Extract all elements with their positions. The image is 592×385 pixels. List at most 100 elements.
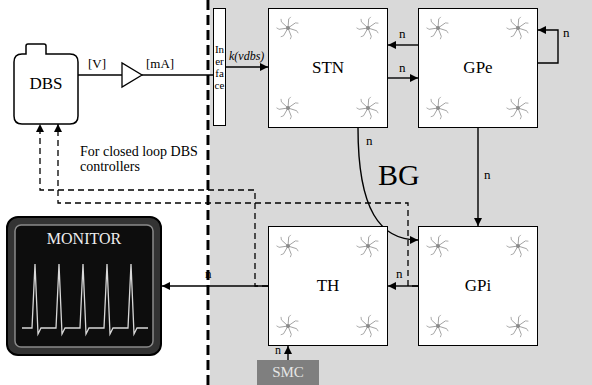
neuron-icon	[447, 249, 449, 252]
connector	[162, 285, 268, 286]
neuron-icon	[525, 22, 528, 23]
neuron-icon	[440, 254, 441, 257]
neuron-icon	[438, 326, 441, 334]
neuron-icon	[516, 324, 520, 328]
neuron-icon	[431, 240, 438, 246]
neuron-icon	[359, 28, 368, 29]
neuron-icon	[518, 28, 527, 31]
neuron-icon	[519, 97, 521, 99]
neuron-icon	[438, 237, 440, 246]
neuron-icon	[364, 28, 369, 36]
neuron-icon	[514, 326, 519, 334]
neuron-icon	[434, 28, 439, 36]
neuron-icon	[519, 17, 521, 19]
neuron-icon	[288, 28, 291, 36]
neuron-icon	[509, 246, 518, 247]
neuron-icon	[281, 254, 284, 255]
neuron-icon	[440, 116, 441, 119]
note: For closed loop DBS controllers	[80, 144, 208, 175]
neuron-icon	[518, 19, 520, 28]
monitor-screen: MONITOR	[6, 216, 162, 356]
nucleus-box: GPi	[418, 226, 538, 346]
neuron-icon	[511, 19, 512, 22]
neuron-icon	[507, 326, 510, 328]
neuron-icon	[288, 237, 290, 246]
edge-label: n	[396, 267, 403, 281]
edge-label: k(vdbs)	[229, 50, 264, 63]
neuron-icon	[507, 28, 510, 30]
neuron-icon	[297, 31, 299, 34]
neuron-icon	[434, 326, 439, 334]
neuron-icon	[439, 97, 441, 99]
neuron-icon	[368, 99, 370, 108]
neuron-icon	[279, 246, 288, 247]
neuron-icon	[368, 246, 371, 254]
neuron-icon	[370, 36, 371, 39]
neuron-icon	[518, 241, 525, 246]
neuron-icon	[288, 108, 297, 111]
wire	[78, 74, 122, 75]
neuron-icon	[369, 235, 371, 237]
neuron-icon	[364, 246, 369, 254]
neuron-icon	[361, 237, 362, 240]
connector	[538, 30, 558, 63]
neuron-icon	[439, 235, 441, 237]
neuron-icon	[288, 321, 295, 326]
neuron-icon	[436, 244, 440, 248]
neuron-icon	[511, 254, 514, 255]
neuron-icon	[361, 317, 362, 320]
neuron-icon	[527, 329, 529, 332]
neuron-icon	[520, 36, 521, 39]
neuron-icon	[438, 108, 447, 111]
edge-label: n	[399, 27, 406, 41]
neuron-icon	[519, 235, 521, 237]
neuron-icon	[377, 249, 379, 252]
neuron-icon	[527, 249, 529, 252]
neuron-icon	[286, 244, 290, 248]
neuron-icon	[516, 106, 520, 110]
neuron-icon	[447, 31, 449, 34]
neuron-icon	[427, 246, 430, 248]
connector	[388, 77, 418, 78]
neuron-icon	[375, 102, 378, 103]
neuron-icon	[514, 28, 519, 36]
neuron-icon	[375, 22, 378, 23]
neuron-icon	[288, 108, 291, 116]
neuron-icon	[286, 106, 290, 110]
neuron-icon	[288, 19, 290, 28]
node-label: TH	[317, 276, 340, 296]
neuron-icon	[527, 31, 529, 34]
neuron-icon	[375, 240, 378, 241]
node-label: MONITOR	[47, 230, 121, 248]
neuron-icon	[370, 334, 371, 337]
neuron-icon	[368, 241, 375, 246]
neuron-icon	[295, 320, 298, 321]
neuron-icon	[511, 99, 512, 102]
neuron-icon	[509, 326, 518, 327]
neuron-icon	[284, 28, 289, 36]
neuron-icon	[288, 246, 297, 249]
nucleus-box: TH	[268, 226, 388, 346]
neuron-icon	[288, 241, 295, 246]
neuron-icon	[518, 108, 527, 111]
neuron-icon	[366, 106, 370, 110]
neuron-icon	[511, 240, 518, 246]
neuron-icon	[369, 315, 371, 317]
neuron-icon	[361, 36, 364, 37]
neuron-icon	[281, 22, 288, 28]
neuron-icon	[361, 99, 362, 102]
neuron-icon	[281, 36, 284, 37]
neuron-icon	[431, 116, 434, 117]
neuron-icon	[368, 321, 375, 326]
neuron-icon	[281, 240, 288, 246]
neuron-icon	[281, 19, 282, 22]
neuron-icon	[438, 321, 445, 326]
neuron-icon	[279, 28, 288, 29]
neuron-icon	[295, 240, 298, 241]
neuron-icon	[438, 246, 441, 254]
nucleus-box: GPe	[418, 8, 538, 128]
neuron-icon	[284, 246, 289, 254]
edge-label: n	[563, 26, 570, 40]
neuron-icon	[368, 237, 370, 246]
neuron-icon	[518, 28, 521, 36]
